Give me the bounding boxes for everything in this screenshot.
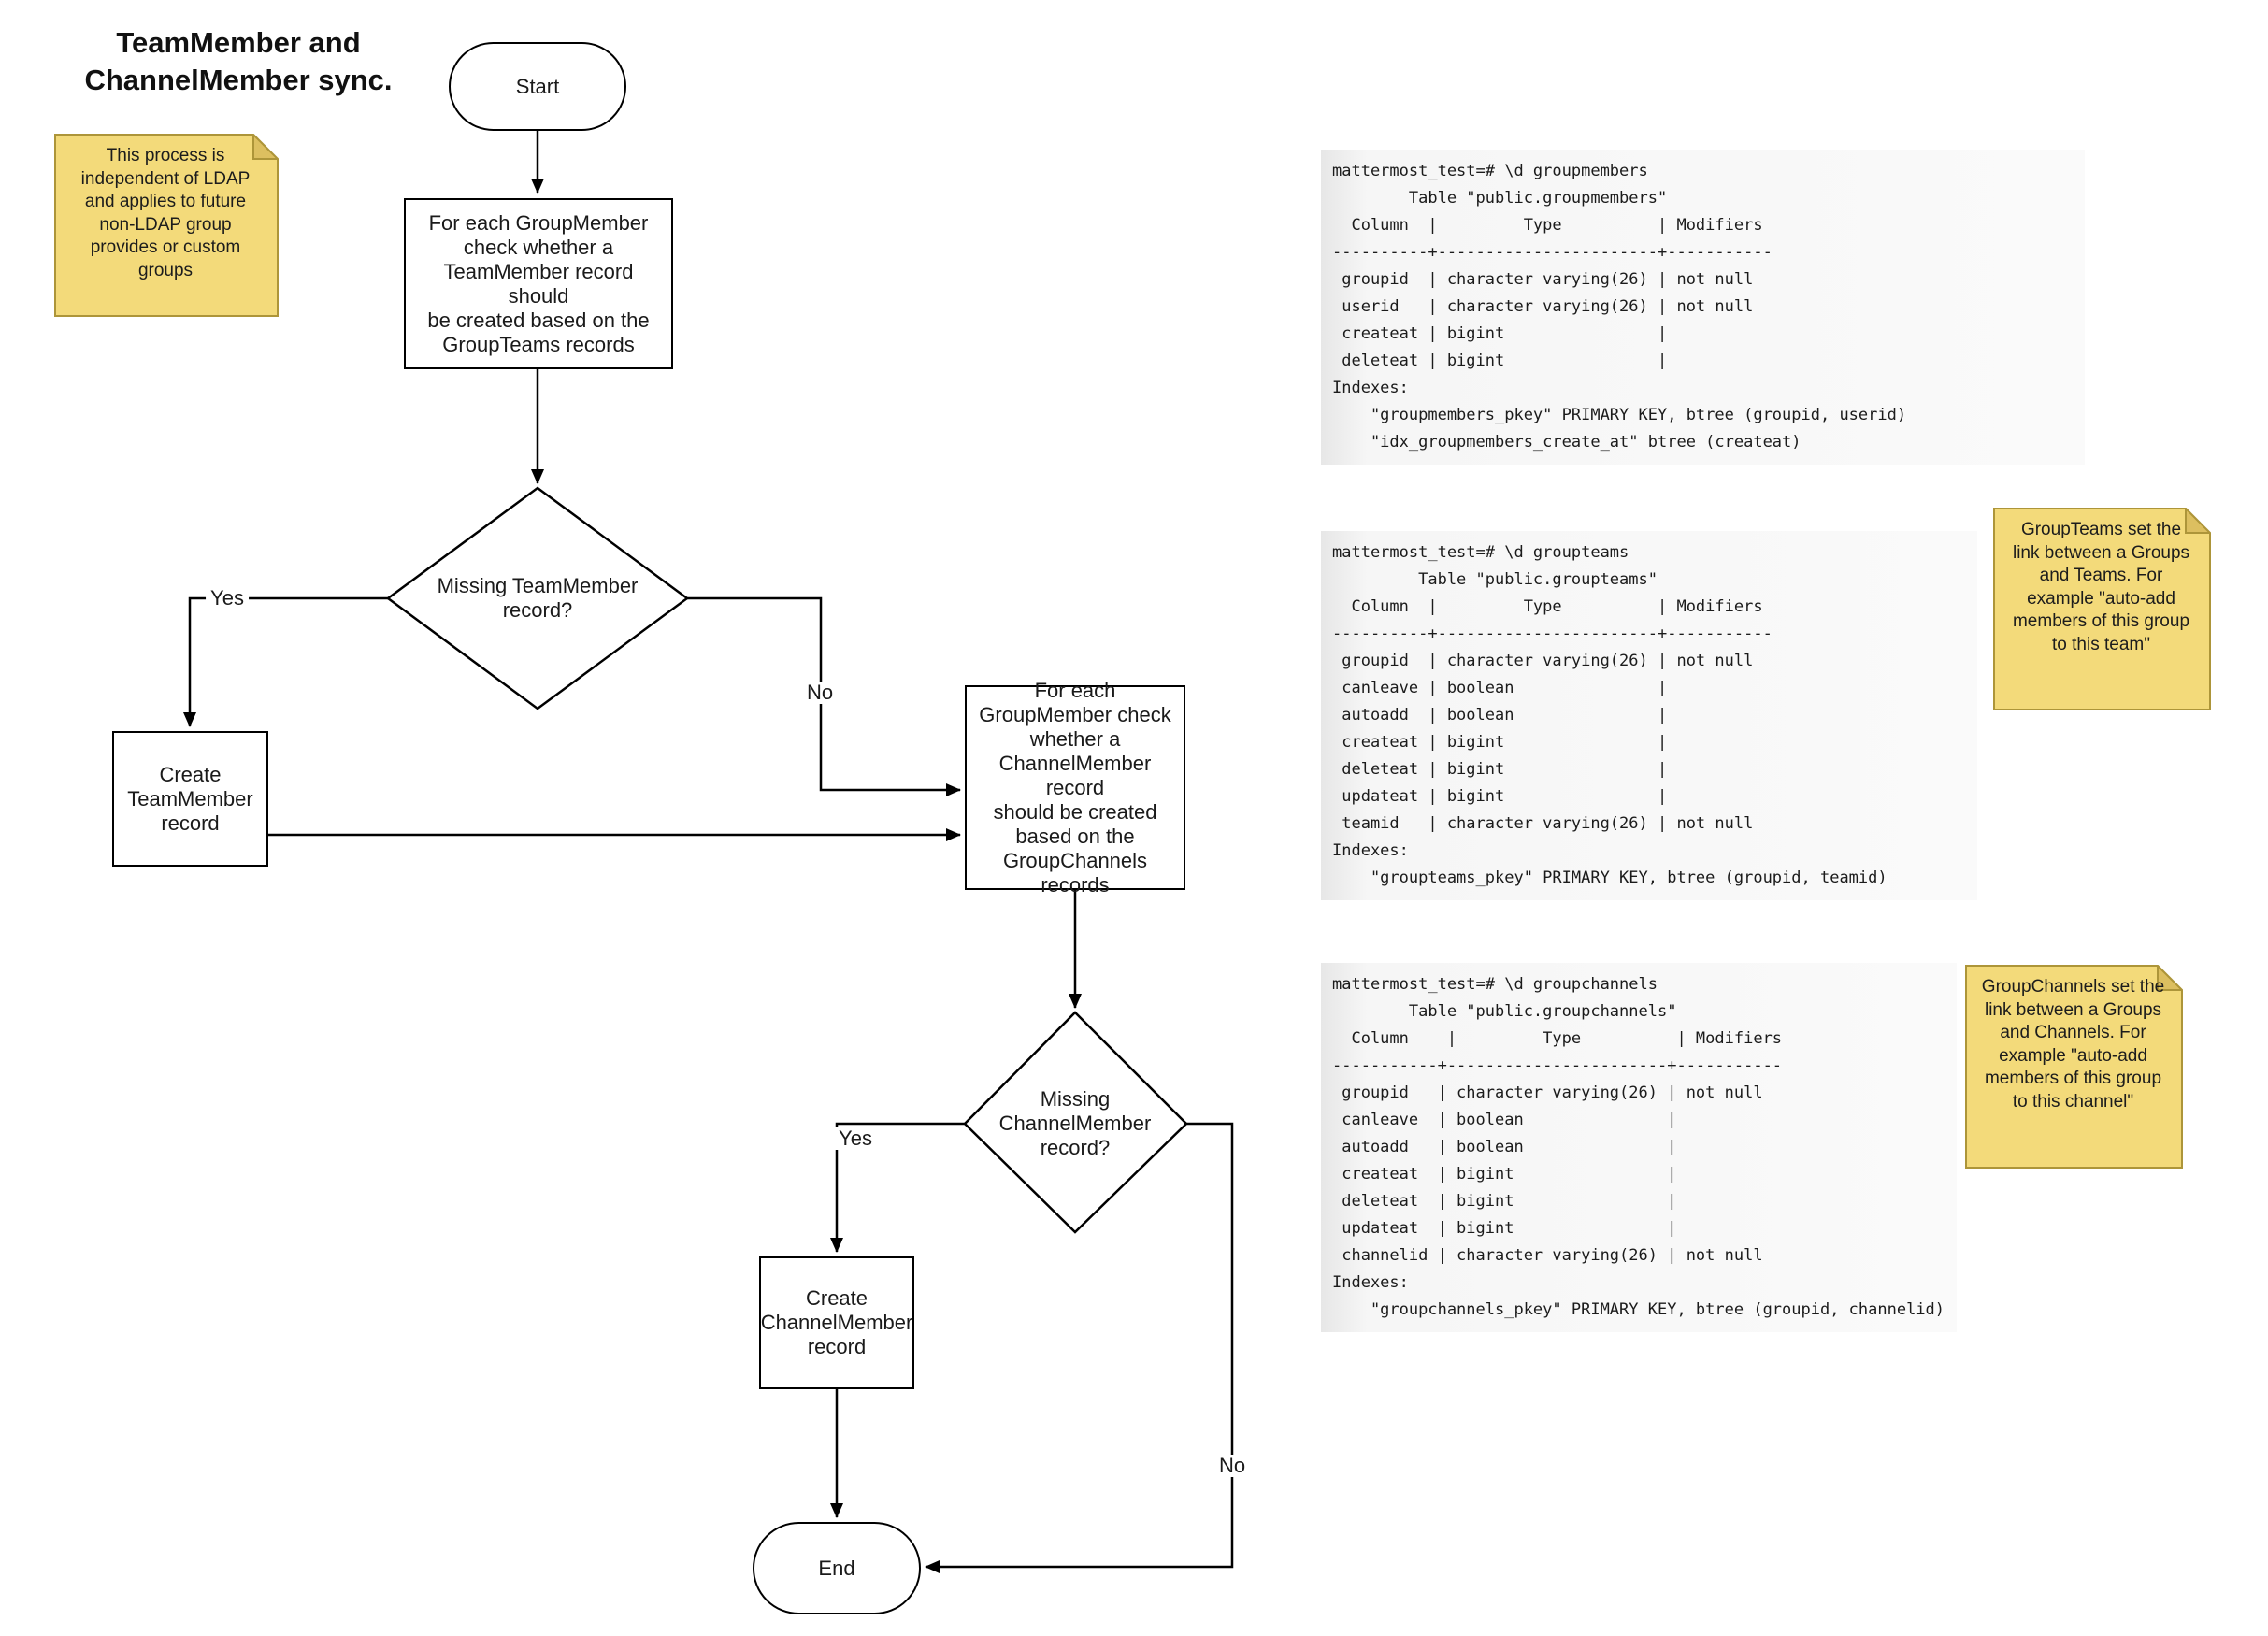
arrow-no-to-end (925, 1122, 1234, 1573)
edge-label-yes-channel: Yes (834, 1127, 877, 1150)
edge-label-no-channel: No (1213, 1455, 1251, 1477)
note-groupchannels-text: GroupChannels set the link between a Gro… (1981, 977, 2165, 1112)
terminal-groupteams: mattermost_test=# \d groupteams Table "p… (1321, 531, 1977, 900)
decision-channel-diamond (963, 1011, 1188, 1234)
process-create-teammember: Create TeamMember record (112, 731, 268, 867)
decision-team-diamond (385, 486, 690, 710)
start-node: Start (449, 42, 626, 131)
note-groupteams-text: GroupTeams set the link between a Groups… (2012, 520, 2190, 654)
sticky-note-shape (1993, 508, 2211, 710)
terminal-groupmembers: mattermost_test=# \d groupmembers Table … (1321, 150, 2085, 465)
note-groupchannels: GroupChannels set the link between a Gro… (1965, 965, 2183, 1169)
page-title: TeamMember and ChannelMember sync. (84, 26, 393, 96)
process-create-channelmember: Create ChannelMember record (759, 1256, 914, 1389)
terminal-groupchannels: mattermost_test=# \d groupchannels Table… (1321, 963, 1957, 1332)
note-groupteams: GroupTeams set the link between a Groups… (1993, 508, 2211, 710)
decision-channel-label: Missing ChannelMember record? (998, 1087, 1152, 1159)
note-ldap-process: This process is independent of LDAP and … (54, 134, 279, 317)
sticky-note-shape (54, 134, 279, 317)
end-node: End (753, 1522, 921, 1614)
process-check-teammember: For each GroupMember check whether a Tea… (404, 198, 673, 369)
sticky-note-shape (1965, 965, 2183, 1169)
edge-label-yes-team: Yes (206, 587, 249, 610)
arrow-yes-to-create-team (183, 596, 388, 727)
note-ldap-process-text: This process is independent of LDAP and … (80, 146, 251, 280)
edge-label-no-team: No (801, 682, 839, 704)
process-check-channelmember: For each GroupMember check whether a Cha… (965, 679, 1185, 897)
arrow-yes-to-create-channel (830, 1122, 965, 1253)
decision-team-label: Missing TeamMember record? (437, 574, 639, 622)
